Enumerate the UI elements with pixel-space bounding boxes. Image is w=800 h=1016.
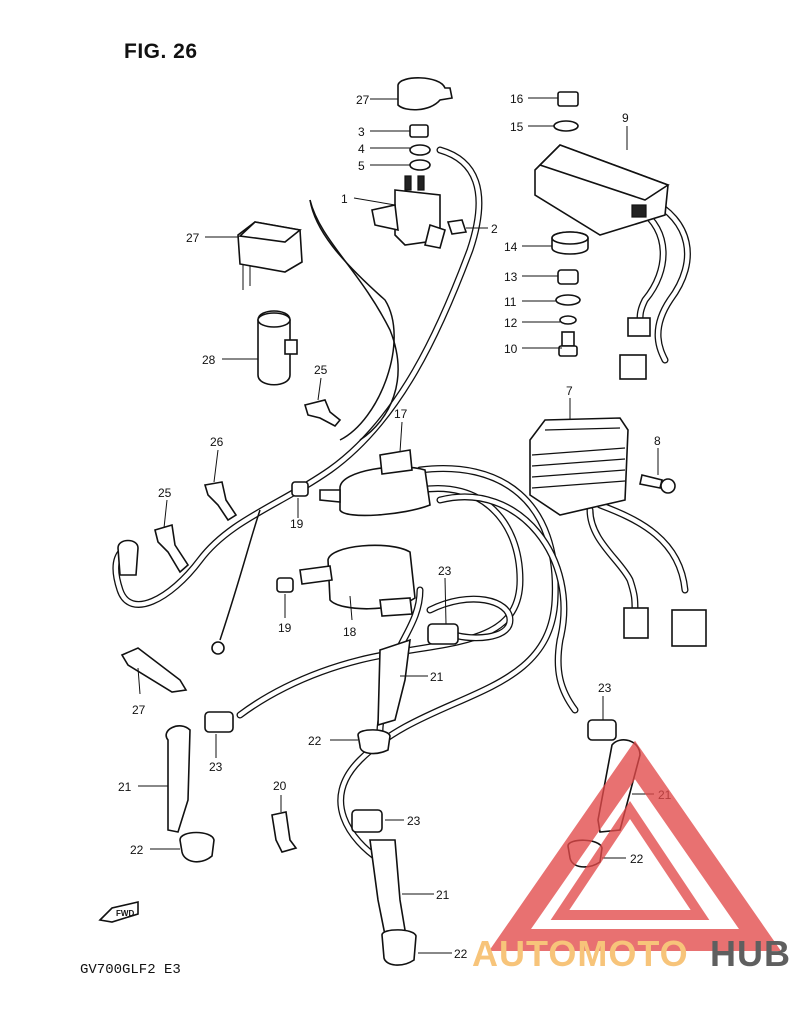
callout-22-center: 22 (308, 734, 322, 748)
harness-clamp-lower (203, 481, 238, 522)
model-code: GV700GLF2 E3 (80, 962, 181, 978)
callout-21-lower: 21 (436, 888, 450, 902)
relay-washer-1 (409, 144, 431, 156)
cdi-washer-12 (559, 315, 577, 325)
cdi-nut (557, 91, 579, 107)
callout-22-left: 22 (130, 843, 144, 857)
cdi-collar (557, 269, 579, 285)
callout-23-center: 23 (438, 564, 452, 578)
callout-2: 2 (491, 222, 498, 236)
boot-23-center (427, 623, 459, 645)
callout-5: 5 (358, 159, 365, 173)
boot-23-left (204, 711, 234, 733)
regulator-coupler-right (671, 609, 707, 647)
callout-16: 16 (510, 92, 524, 106)
watermark-text-dark: HUB (710, 933, 791, 974)
terminal-cap (397, 77, 453, 111)
callout-22-lower: 22 (454, 947, 468, 961)
callout-15: 15 (510, 120, 524, 134)
ignition-coil-upper (319, 449, 431, 517)
callout-12: 12 (504, 316, 518, 330)
callout-28: 28 (202, 353, 216, 367)
callout-23-right: 23 (598, 681, 612, 695)
wire-clamp-20 (271, 811, 298, 853)
harness-clamp-upper (303, 399, 342, 428)
callout-7: 7 (566, 384, 573, 398)
callout-14: 14 (504, 240, 518, 254)
boot-23-lower (351, 809, 383, 833)
plug-cover-22-lower (381, 929, 417, 966)
turn-signal-relay (237, 221, 303, 290)
plug-cap-21-center (377, 638, 411, 727)
callout-18: 18 (343, 625, 357, 639)
plug-cap-21-left (165, 725, 191, 833)
cdi-unit (534, 144, 670, 236)
watermark-logo: AUTOMOTO HUB (472, 740, 791, 974)
boot-23-right (587, 719, 617, 741)
callout-25-lower: 26 (210, 435, 224, 449)
regulator-rectifier (529, 417, 629, 516)
cdi-coupler-small (627, 317, 651, 337)
plug-cap-21-lower (369, 839, 406, 936)
callout-13: 13 (504, 270, 518, 284)
coil-nut-upper (291, 481, 309, 497)
ground-ring-terminal (211, 641, 225, 655)
figure-title: FIG. 26 (124, 40, 198, 63)
fwd-label: FWD (116, 909, 134, 918)
callout-11: 11 (504, 295, 517, 309)
relay-washer-2 (409, 159, 431, 171)
callout-10: 10 (504, 342, 518, 356)
fuel-cut-relay (257, 310, 298, 386)
watermark-triangle-icon (488, 740, 782, 951)
callout-1: 1 (341, 192, 348, 206)
cdi-bolt (558, 331, 578, 357)
callout-17: 17 (394, 407, 408, 421)
relay-nut (409, 124, 429, 138)
cdi-washer-top (553, 120, 579, 132)
cdi-washer-11 (555, 294, 581, 306)
ignition-coil-lower (299, 544, 416, 617)
callout-26: 27 (132, 703, 146, 717)
callout-3: 3 (358, 125, 365, 139)
callout-9: 9 (622, 111, 629, 125)
plug-cover-22-left (179, 831, 215, 863)
callout-23-lower: 23 (407, 814, 421, 828)
callout-labels: 27 3 4 5 1 2 27 28 16 15 9 14 13 11 12 1… (118, 92, 672, 961)
starter-relay (371, 175, 446, 249)
callout-8: 8 (654, 434, 661, 448)
mounting-bracket (120, 647, 188, 693)
starter-terminal-boot (117, 539, 139, 576)
callout-23-left: 23 (209, 760, 223, 774)
callout-25-upper: 25 (314, 363, 328, 377)
fwd-arrow-icon: FWD (98, 900, 139, 923)
callout-24: 25 (158, 486, 172, 500)
callout-19-lower: 19 (278, 621, 292, 635)
callout-4: 4 (358, 142, 365, 156)
cdi-coupler-large (619, 354, 647, 380)
callout-22-right: 22 (630, 852, 644, 866)
callout-21-center: 21 (430, 670, 444, 684)
regulator-coupler-left (623, 607, 649, 639)
coil-nut-lower (276, 577, 294, 593)
regulator-screw (639, 474, 676, 494)
watermark-text-light: AUTOMOTO (472, 933, 689, 974)
callout-21-left: 21 (118, 780, 132, 794)
wire-harness (112, 146, 691, 864)
relay-bolt (446, 219, 468, 235)
watermark-inner-triangle-icon (550, 800, 710, 920)
cdi-grommet-14 (551, 231, 589, 255)
callout-19-upper: 19 (290, 517, 304, 531)
callout-27: 27 (186, 231, 200, 245)
callout-6: 27 (356, 93, 370, 107)
callout-20: 20 (273, 779, 287, 793)
harness-clamp-24 (154, 523, 190, 574)
plug-cover-22-center (357, 729, 391, 755)
